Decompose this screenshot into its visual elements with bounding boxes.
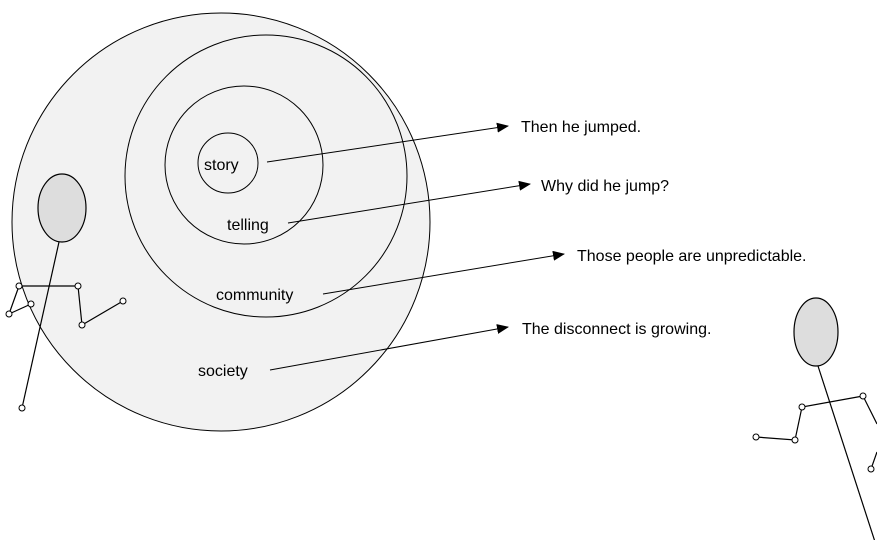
figure-left-joint [27, 300, 35, 308]
figure-left-joint [78, 321, 86, 329]
pointer-arrows [266, 122, 565, 371]
figure-right-joint [867, 465, 875, 473]
figure-left-joint [15, 282, 23, 290]
figure-left-joint [74, 282, 82, 290]
figure-right-joint [791, 436, 799, 444]
figure-left-head [37, 173, 87, 243]
figure-left-arm-extra [8, 303, 32, 315]
statement-telling: Why did he jump? [541, 178, 669, 195]
arrow-society [269, 324, 509, 371]
figure-right-head [793, 297, 839, 367]
figure-right-arm-right [862, 395, 877, 425]
statement-community: Those people are unpredictable. [577, 248, 807, 265]
arrow-community [322, 250, 565, 295]
figure-left-joint [5, 310, 13, 318]
figure-right-joint [752, 433, 760, 441]
falling-figure-right [752, 297, 877, 540]
ring-label-community: community [216, 287, 293, 304]
statements: Then he jumped. Why did he jump? Those p… [521, 119, 807, 338]
figure-right-arm-left [755, 395, 864, 441]
ring-labels: story telling community society [198, 157, 293, 380]
ring-story [197, 132, 259, 194]
figure-right-body [817, 365, 876, 540]
arrow-telling [287, 180, 531, 224]
ring-label-story: story [204, 157, 239, 174]
figure-left-joint [119, 297, 127, 305]
arrow-story [266, 122, 509, 163]
figure-left-joint [18, 404, 26, 412]
figure-left-body [21, 241, 60, 409]
statement-story: Then he jumped. [521, 119, 641, 136]
ring-label-society: society [198, 363, 248, 380]
concentric-rings [11, 12, 431, 432]
figure-right-joint [798, 403, 806, 411]
falling-figure-left [5, 173, 127, 412]
ring-label-telling: telling [227, 217, 269, 234]
figure-right-joint [859, 392, 867, 400]
statement-society: The disconnect is growing. [522, 321, 711, 338]
